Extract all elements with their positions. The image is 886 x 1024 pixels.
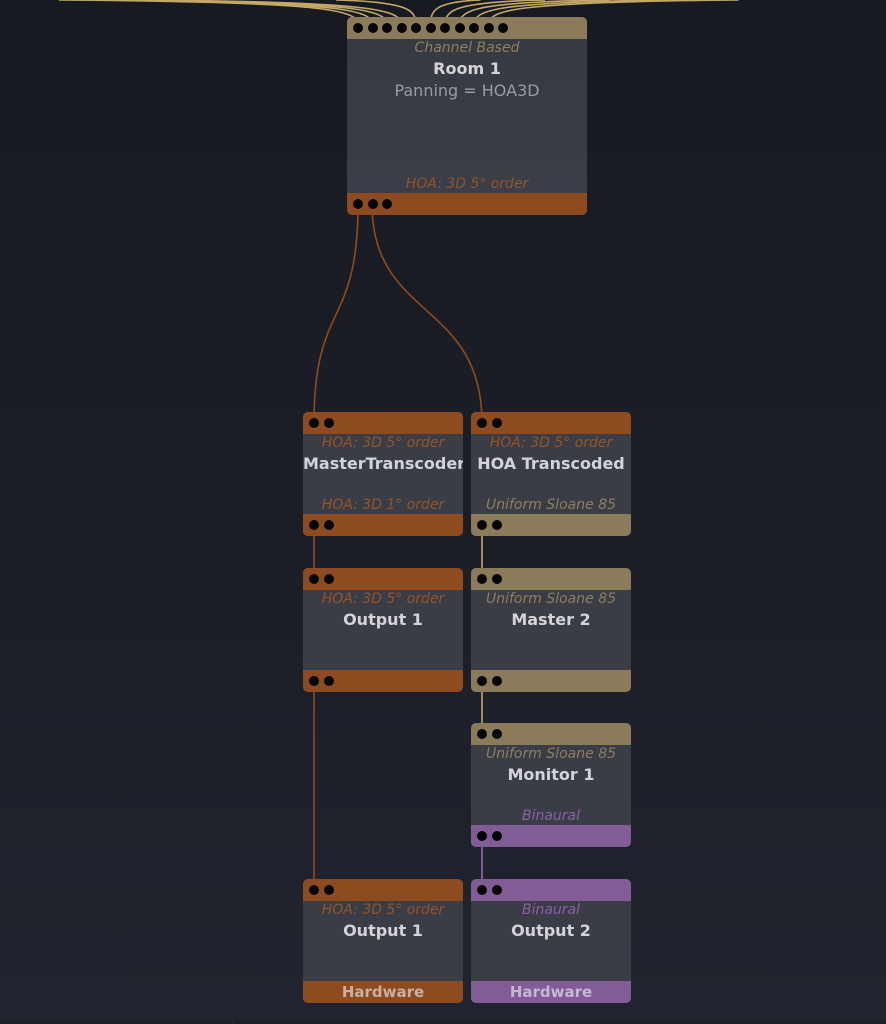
node-input-bar — [347, 17, 587, 39]
node-output-bar — [471, 825, 631, 847]
node-output-type: Binaural — [521, 808, 581, 824]
node-footer-label: Hardware — [341, 983, 425, 1001]
input-wire — [86, 0, 374, 29]
node-input-type: Uniform Sloane 85 — [485, 746, 617, 762]
input-port[interactable] — [353, 23, 363, 33]
output-port[interactable] — [309, 520, 319, 530]
node-output-type: HOA: 3D 1° order — [321, 497, 445, 513]
output-port[interactable] — [323, 676, 334, 686]
input-port[interactable] — [367, 23, 378, 33]
input-port[interactable] — [469, 23, 479, 33]
input-port[interactable] — [491, 574, 502, 584]
node-input-type: Channel Based — [414, 40, 520, 56]
output-port[interactable] — [323, 520, 334, 530]
input-port[interactable] — [477, 885, 487, 895]
node-output-bar — [303, 670, 463, 692]
node-title: Output 1 — [343, 921, 423, 940]
input-port[interactable] — [396, 23, 407, 33]
node-output-bar: Hardware — [303, 981, 463, 1003]
output-port[interactable] — [382, 199, 392, 209]
node-monitor-1[interactable]: Uniform Sloane 85 Monitor 1 Binaural — [471, 723, 631, 847]
node-input-bar — [471, 879, 631, 901]
node-title: Output 2 — [511, 921, 591, 940]
node-title: Monitor 1 — [507, 765, 595, 784]
input-port[interactable] — [477, 574, 487, 584]
input-port[interactable] — [440, 23, 450, 33]
node-input-type: HOA: 3D 5° order — [321, 902, 445, 918]
node-input-type: HOA: 3D 5° order — [321, 591, 445, 607]
output-port[interactable] — [367, 199, 378, 209]
wire-room1-to-mastertranscoder — [313, 203, 359, 424]
node-master-2[interactable]: Uniform Sloane 85 Master 2 — [471, 568, 631, 692]
node-output-type: Uniform Sloane 85 — [485, 497, 617, 513]
node-input-bar — [303, 879, 463, 901]
node-title: Master 2 — [511, 610, 591, 629]
input-port[interactable] — [309, 885, 319, 895]
node-footer-label: Hardware — [509, 983, 593, 1001]
output-port[interactable] — [491, 520, 502, 530]
node-title: Output 1 — [343, 610, 423, 629]
node-output-bar — [471, 670, 631, 692]
node-input-bar — [471, 412, 631, 434]
node-output-type: HOA: 3D 5° order — [405, 176, 529, 192]
node-title: Room 1 — [433, 59, 501, 78]
output-port[interactable] — [491, 831, 502, 841]
node-input-bar — [471, 568, 631, 590]
node-input-bar — [303, 568, 463, 590]
node-input-type: HOA: 3D 5° order — [321, 435, 445, 451]
input-port[interactable] — [323, 418, 334, 428]
node-output-bar: Hardware — [471, 981, 631, 1003]
input-port[interactable] — [309, 574, 319, 584]
input-port[interactable] — [491, 885, 502, 895]
input-port[interactable] — [323, 574, 334, 584]
node-output-bar — [347, 193, 587, 215]
node-input-type: Binaural — [521, 902, 581, 918]
output-port[interactable] — [477, 831, 487, 841]
input-port[interactable] — [477, 729, 487, 739]
output-port[interactable] — [309, 676, 319, 686]
input-port[interactable] — [411, 23, 421, 33]
node-input-bar — [303, 412, 463, 434]
status-bar — [0, 1019, 886, 1024]
input-port[interactable] — [483, 23, 494, 33]
input-port[interactable] — [309, 418, 319, 428]
node-subtitle: Panning = HOA3D — [394, 81, 540, 100]
output-port[interactable] — [477, 676, 487, 686]
node-title: HOA Transcoded — [477, 454, 625, 473]
input-port[interactable] — [477, 418, 487, 428]
input-port[interactable] — [491, 729, 502, 739]
output-port[interactable] — [353, 199, 363, 209]
node-title: MasterTranscoder — [303, 454, 463, 473]
input-port[interactable] — [323, 885, 334, 895]
input-port[interactable] — [498, 23, 508, 33]
input-port[interactable] — [491, 418, 502, 428]
output-port[interactable] — [477, 520, 487, 530]
output-port[interactable] — [491, 676, 502, 686]
node-input-bar — [471, 723, 631, 745]
node-input-type: HOA: 3D 5° order — [489, 435, 613, 451]
wire-room1-to-hoatranscoded — [371, 203, 483, 424]
node-input-type: Uniform Sloane 85 — [485, 591, 617, 607]
input-port[interactable] — [454, 23, 465, 33]
node-output-bar — [303, 514, 463, 536]
input-port[interactable] — [382, 23, 392, 33]
input-port[interactable] — [425, 23, 436, 33]
status-bar-divider — [233, 1019, 234, 1024]
node-output-bar — [471, 514, 631, 536]
